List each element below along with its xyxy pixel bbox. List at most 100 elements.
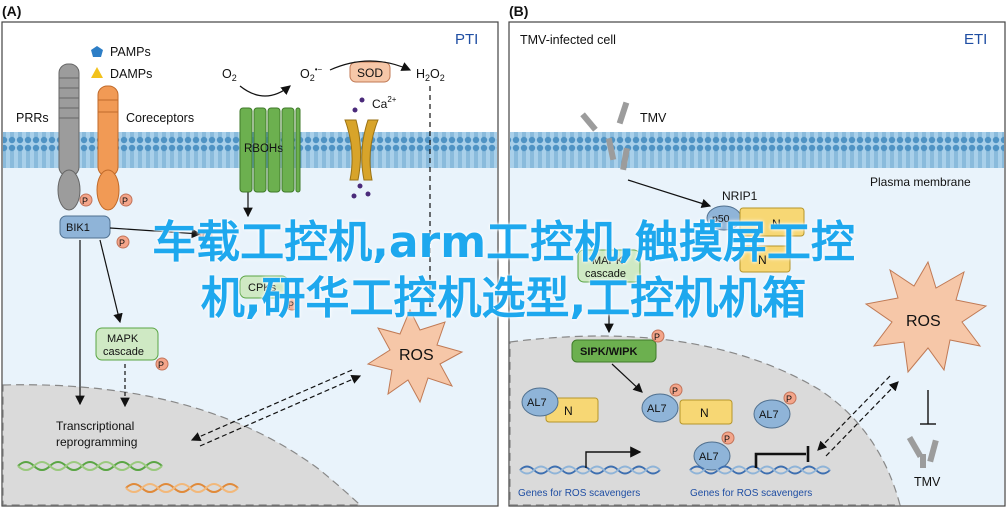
arrow [627,179,712,209]
panel-a-tag: PTI [455,31,478,48]
nrip1-label: NRIP1 [722,189,758,203]
al7-protein [753,399,791,429]
prrs-label: PRRs [16,111,49,125]
n-protein [739,245,791,273]
panel-b-membrane [510,132,1004,168]
ros-label: ROS [399,347,434,364]
n-label: N [758,253,767,267]
p-badge [285,297,299,311]
coreceptor [96,85,120,211]
genes-label: Genes for ROS scavengers [690,488,812,499]
cpks-label: CPKs [248,282,277,294]
bik1-protein [59,215,111,239]
p-label: P [786,394,792,404]
al7-protein [693,441,731,471]
arrow [99,239,123,324]
calcium-channel [344,97,379,199]
mapk-cascade-box [577,249,641,283]
pamps-icon [91,46,103,57]
al7-protein [641,393,679,423]
panel-a-letter: (A) [2,3,21,19]
pamps-label: PAMPs [110,45,151,59]
tmv-particle [580,101,630,171]
n-label: N [700,406,709,420]
o2-label: O2 [222,67,237,83]
al7-label: AL7 [527,397,547,409]
calcium-label: Ca2+ [372,95,397,111]
ros-burst [366,308,464,404]
p-label: P [122,196,128,206]
p-label: P [288,300,294,310]
p-label: P [672,386,678,396]
dna-strand-blue [689,465,831,475]
p-badge [651,329,665,343]
promoter-arrow [585,446,642,468]
reprogramming-label: reprogramming [56,435,137,449]
sipk-wipk-box [571,339,657,363]
superoxide-label: O2•− [300,65,323,83]
dna-strand-blue [519,465,661,475]
panel-b-letter: (B) [509,3,528,19]
p-badge [155,357,169,371]
p-label: P [119,238,125,248]
bik1-label: BIK1 [66,222,90,234]
damps-icon [91,67,103,78]
cascade-label: cascade [103,346,144,358]
p-badge [783,391,797,405]
plasma-membrane-label: Plasma membrane [870,175,971,189]
dna-strand-orange [125,483,239,493]
n-protein [739,207,805,237]
n-protein [679,399,733,425]
tmv-bottom-label: TMV [914,475,941,489]
dashed-arrow [825,381,899,457]
sod-enzyme [349,61,391,83]
tmv-particle [906,435,939,468]
cascade-label: cascade [585,268,626,280]
arrow [239,85,291,97]
n-label: N [564,404,573,418]
panel-a: (A) PTI PAMPs DAMPs PRRs Coreceptors P [1,3,499,507]
dna-strand-green [17,461,163,471]
p-label: P [82,196,88,206]
panel-a-nucleus [2,384,362,506]
arrow [109,227,202,239]
panel-b-tag: ETI [964,31,987,48]
coreceptors-label: Coreceptors [126,111,194,125]
p-label: P [654,332,660,342]
arrow [329,60,412,71]
mapk-label: MAPK [592,255,624,267]
dna-strand-orange [125,483,239,493]
sipk-wipk-label: SIPK/WIPK [580,346,638,358]
arrow [611,363,643,393]
inhibition-bar [754,452,806,468]
rbohs-label: RBOHs [244,143,283,155]
p-label: P [158,360,164,370]
damps-label: DAMPs [110,67,152,81]
dashed-arrow [817,375,891,451]
panel-b-title: TMV-infected cell [520,33,616,47]
al7-label: AL7 [699,451,719,463]
p-badge [119,193,133,207]
p50-label: p50 [712,213,730,225]
al7-protein [521,387,559,417]
tmv-top-label: TMV [640,111,667,125]
panel-b: (B) TMV-infected cell ETI TMV Plasma mem… [508,3,1006,507]
al7-label: AL7 [647,403,667,415]
ros-label: ROS [906,313,941,330]
p-badge [79,193,93,207]
p-badge [116,235,130,249]
n-label: N [772,217,781,231]
p-badge [721,431,735,445]
dna-strand-green [17,461,163,471]
transcriptional-label: Transcriptional [56,419,134,433]
p-badge [199,229,213,243]
p-label: P [724,434,730,444]
prr-receptor [57,63,81,211]
dashed-arrow [190,369,353,442]
dashed-arrow [199,374,362,447]
p-label: P [202,232,208,242]
mapk-cascade-box [95,327,159,361]
ros-burst [864,260,988,374]
cpks-protein [239,275,289,299]
